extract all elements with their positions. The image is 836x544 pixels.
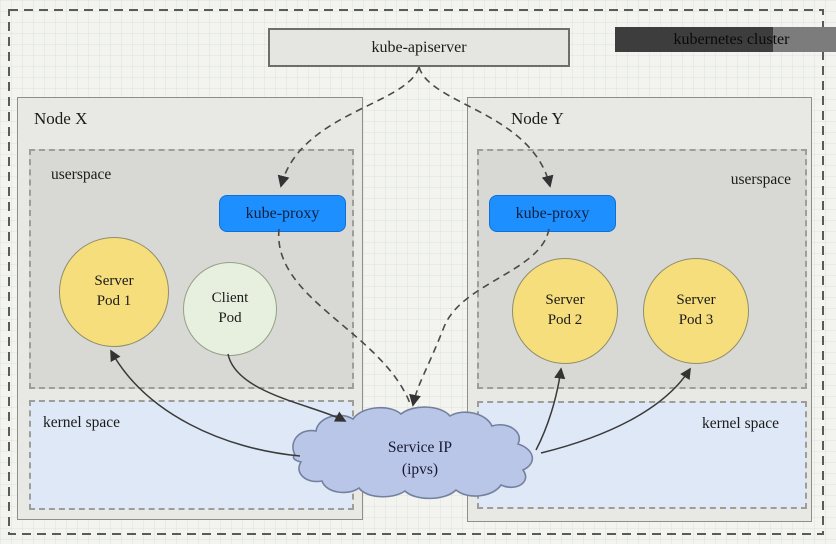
server-pod-3-line1: Server — [676, 292, 716, 309]
client-pod-line2: Pod — [218, 310, 242, 326]
client-pod-line1: Client — [211, 290, 249, 307]
node-x-userspace-label: userspace — [51, 166, 112, 183]
node-y-userspace-box: userspace Server Pod 2 Server Pod 3 kube… — [477, 149, 807, 389]
node-y-box: Node Y userspace Server Pod 2 Server Pod… — [467, 97, 812, 522]
server-pod-1-line1: Server — [94, 273, 134, 290]
server-pod-2: Server Pod 2 — [512, 258, 618, 364]
kube-apiserver-box: kube-apiserver — [268, 28, 570, 67]
node-x-kube-proxy: kube-proxy — [219, 195, 346, 232]
client-pod: Client Pod — [183, 262, 277, 356]
service-ip-label: Service IP — [388, 439, 452, 456]
node-x-kernel-box: kernel space — [29, 400, 354, 510]
cluster-label-bar: kubernetes cluster — [615, 27, 836, 52]
node-x-label: Node X — [34, 109, 88, 128]
server-pod-1-line2: Pod 1 — [96, 293, 132, 309]
node-y-userspace-label: userspace — [730, 171, 791, 188]
server-pod-2-line2: Pod 2 — [547, 312, 583, 328]
node-x-box: Node X userspace Server Pod 1 Client Pod… — [17, 97, 363, 520]
server-pod-1: Server Pod 1 — [59, 237, 169, 347]
node-y-kernel-label: kernel space — [701, 415, 779, 432]
service-ip-sublabel: (ipvs) — [402, 461, 438, 478]
server-pod-3-line2: Pod 3 — [678, 312, 714, 328]
node-y-kernel-box: kernel space — [477, 401, 807, 509]
node-x-kernel-label: kernel space — [43, 414, 121, 431]
node-y-label: Node Y — [511, 109, 564, 128]
server-pod-2-line1: Server — [545, 292, 585, 309]
server-pod-3: Server Pod 3 — [643, 258, 749, 364]
node-x-userspace-box: userspace Server Pod 1 Client Pod kube-p… — [29, 149, 354, 389]
node-y-kube-proxy: kube-proxy — [489, 195, 616, 232]
cluster-label: kubernetes cluster — [673, 30, 790, 48]
